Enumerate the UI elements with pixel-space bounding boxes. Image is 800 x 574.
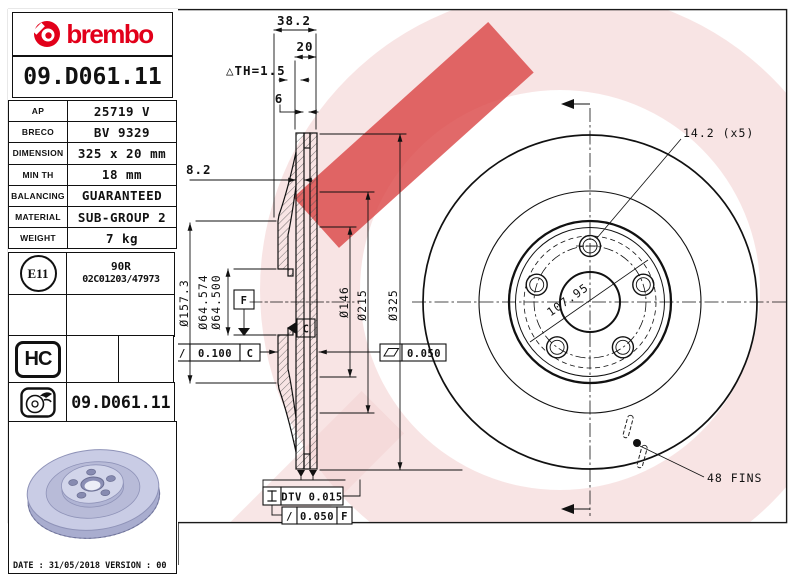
- spec-value: GUARANTEED: [67, 184, 177, 207]
- fins-label: 48 FINS: [707, 471, 762, 485]
- svg-text:0.100: 0.100: [198, 348, 232, 360]
- brand-header: brembo: [12, 12, 173, 56]
- dim-dia-bore-min: Ø64.500: [209, 274, 223, 329]
- spec-label: BALANCING: [8, 184, 68, 207]
- hc-badge: HC: [15, 340, 61, 378]
- section-dim-lines: [189, 27, 319, 218]
- svg-text:F: F: [241, 295, 248, 307]
- spec-value: BV 9329: [67, 121, 177, 144]
- brembo-logo-icon: [33, 21, 61, 47]
- svg-text:DTV 0.015: DTV 0.015: [281, 492, 342, 504]
- spec-label: WEIGHT: [8, 227, 68, 250]
- datum-f: F: [233, 289, 255, 336]
- spec-label: MIN TH: [8, 163, 68, 186]
- homologation-code: 90R: [110, 260, 131, 274]
- spec-label: AP: [8, 99, 68, 123]
- svg-text:0.050: 0.050: [300, 511, 334, 523]
- section-cut-arrows: [561, 99, 590, 514]
- spec-label: MATERIAL: [8, 205, 68, 229]
- fins-callout: 48 FINS: [622, 414, 762, 485]
- pcd-label: 107.95: [544, 280, 591, 319]
- dim-dia-bore-max: Ø64.574: [196, 274, 210, 329]
- parallelism-frame: // 0.100 C: [167, 343, 278, 362]
- hc-row: HC: [8, 335, 177, 384]
- svg-text:0.050: 0.050: [407, 348, 441, 360]
- dim-flange-thickness: 8.2: [186, 162, 212, 177]
- holes-leader: [596, 138, 682, 239]
- spec-label: DIMENSION: [8, 142, 68, 165]
- homologation-number: 02C01203/47973: [82, 274, 160, 286]
- dtv-symbol-icon: [267, 490, 277, 502]
- dim-disc-thickness: 20: [296, 39, 313, 54]
- spec-label: BRECO: [8, 121, 68, 144]
- dtv-runout-frames: DTV 0.015 / 0.050 F: [262, 470, 361, 525]
- spec-value: 18 mm: [67, 163, 177, 186]
- spec-value: 7 kg: [67, 227, 177, 250]
- dim-width-total: 38.2: [277, 13, 311, 28]
- secondary-pn-row: 09.D061.11: [8, 382, 177, 423]
- brand-wordmark: brembo: [66, 18, 154, 49]
- dim-vane-width: 6: [275, 91, 284, 106]
- svg-text:/: /: [286, 511, 293, 523]
- dim-dia-flange: Ø157.3: [177, 279, 191, 327]
- disc-circles: [422, 134, 758, 470]
- date-bar: DATE : 31/05/2018 VERSION : 00: [8, 558, 177, 574]
- part-number: 09.D061.11: [23, 64, 162, 90]
- pcd-line: [529, 259, 649, 343]
- spec-value: 25719 V: [67, 99, 177, 123]
- svg-text:C: C: [303, 324, 310, 336]
- section-right-dims: [319, 133, 463, 471]
- painted-disc-icon: [20, 387, 56, 418]
- homologation-row: E11 90R 02C01203/47973: [8, 252, 177, 295]
- spec-value: SUB-GROUP 2: [67, 205, 177, 229]
- dim-dia-band: Ø215: [355, 289, 369, 321]
- svg-text:C: C: [247, 348, 254, 360]
- dim-dia-outer: Ø325: [386, 289, 400, 321]
- bolt-holes: [525, 234, 655, 359]
- secondary-part-number: 09.D061.11: [66, 382, 176, 423]
- datum-c: C: [287, 318, 316, 338]
- spec-value: 325 x 20 mm: [67, 142, 177, 165]
- brake-disc-photo: [26, 449, 160, 539]
- section-view: 38.2 20 △TH=1.5 6 8.2 Ø157.3 Ø64.574 Ø64…: [167, 13, 463, 525]
- dim-wear-limit: △TH=1.5: [226, 63, 286, 78]
- product-photo-box: [8, 421, 177, 559]
- holes-label: 14.2 (x5): [683, 126, 754, 140]
- dim-dia-inner: Ø146: [337, 286, 351, 318]
- svg-text:F: F: [341, 511, 348, 523]
- e11-mark: E11: [19, 255, 57, 292]
- empty-row: [8, 293, 177, 337]
- part-number-box: 09.D061.11: [12, 56, 173, 98]
